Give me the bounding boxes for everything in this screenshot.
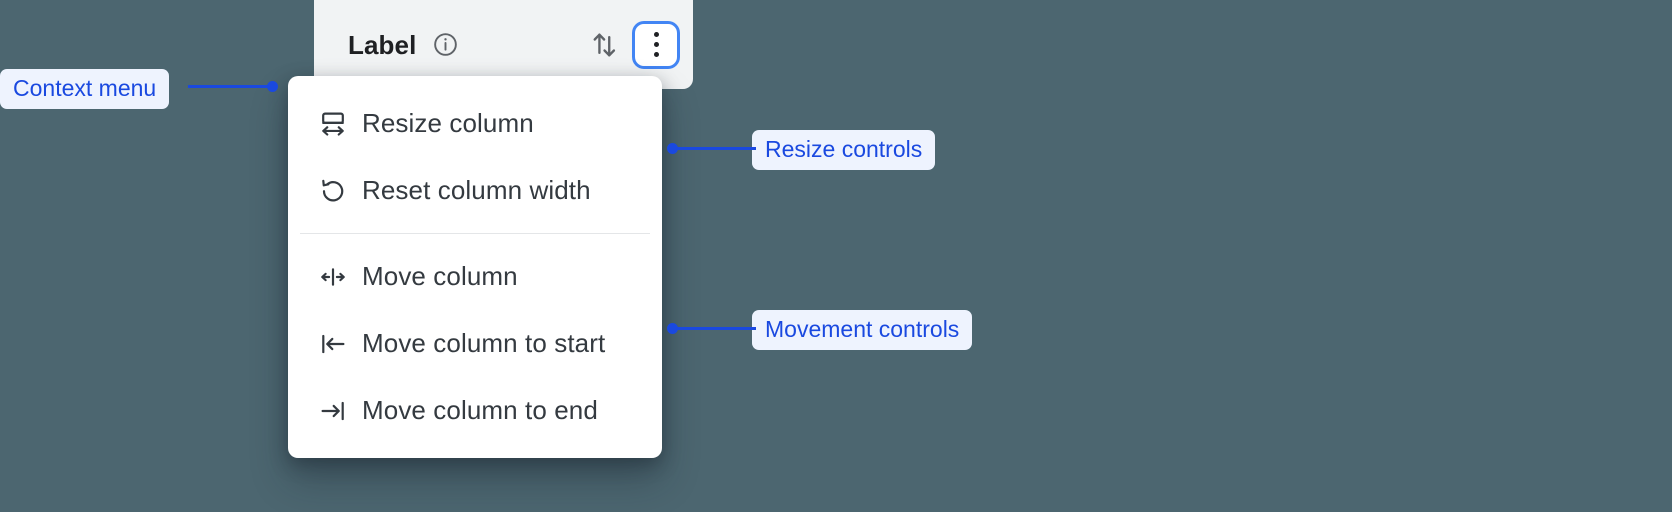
leader-line-context-menu xyxy=(188,85,272,88)
more-vertical-icon[interactable] xyxy=(635,23,677,66)
annotation-movement-controls: Movement controls xyxy=(752,310,973,351)
move-to-end-icon xyxy=(316,394,350,428)
sort-up-down-icon[interactable] xyxy=(587,28,621,62)
annotation-resize-controls: Resize controls xyxy=(752,130,936,171)
menu-item-label: Move column to start xyxy=(362,328,606,358)
reset-width-icon xyxy=(316,174,350,208)
menu-item-label: Resize column xyxy=(362,108,534,138)
column-header: Label xyxy=(314,0,693,89)
menu-item-label: Reset column width xyxy=(362,175,591,205)
leader-dot-movement-controls xyxy=(667,323,678,334)
move-column-icon xyxy=(316,260,350,294)
kebab-dot xyxy=(653,52,659,57)
move-to-start-icon xyxy=(316,327,350,361)
menu-item-move-column[interactable]: Move column xyxy=(288,243,662,310)
leader-line-resize-controls xyxy=(672,147,756,150)
menu-item-move-column-to-start[interactable]: Move column to start xyxy=(288,310,662,377)
kebab-dot xyxy=(653,32,659,37)
leader-dot-resize-controls xyxy=(667,143,678,154)
annotation-context-menu: Context menu xyxy=(0,69,170,110)
menu-item-reset-column-width[interactable]: Reset column width xyxy=(288,157,662,224)
menu-item-label: Move column xyxy=(362,261,518,291)
menu-divider xyxy=(300,233,650,234)
menu-item-move-column-to-end[interactable]: Move column to end xyxy=(288,377,662,444)
info-circle-icon[interactable] xyxy=(432,31,459,58)
leader-line-movement-controls xyxy=(672,327,756,330)
kebab-dot xyxy=(653,42,659,47)
leader-dot-context-menu xyxy=(267,81,278,92)
resize-column-icon xyxy=(316,107,350,141)
context-menu: Resize column Reset column width Move co… xyxy=(288,76,662,458)
page-title: Label xyxy=(348,29,417,60)
menu-item-label: Move column to end xyxy=(362,395,598,425)
menu-item-resize-column[interactable]: Resize column xyxy=(288,90,662,157)
